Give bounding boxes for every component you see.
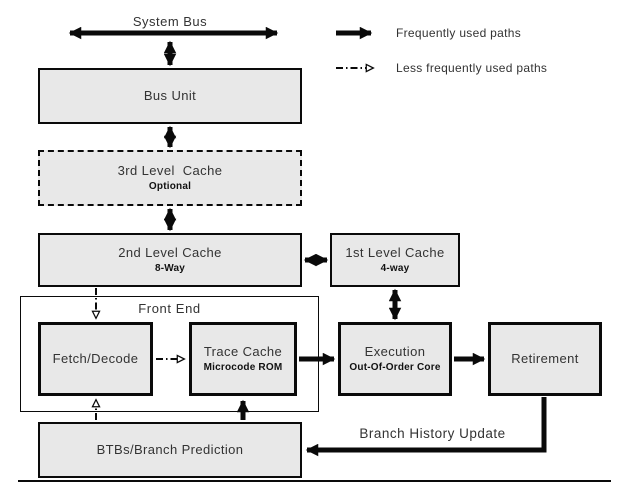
node-fetch-decode: Fetch/Decode xyxy=(38,322,153,396)
edge-retirement-btbs-feedback xyxy=(305,397,547,457)
fetch-decode-title: Fetch/Decode xyxy=(52,350,139,366)
node-btbs-branch-prediction: BTBs/Branch Prediction xyxy=(38,422,302,478)
l1-cache-title: 1st Level Cache xyxy=(345,245,445,261)
retirement-title: Retirement xyxy=(511,350,579,366)
bus-unit-title: Bus Unit xyxy=(143,87,197,103)
system-bus-label: System Bus xyxy=(132,14,208,29)
legend-item-frequent: Frequently used paths xyxy=(333,22,547,44)
l3-cache-title: 3rd Level Cache xyxy=(117,163,223,179)
l2-cache-subtitle: 8-Way xyxy=(154,262,186,274)
branch-history-update-label: Branch History Update xyxy=(359,426,506,441)
node-bus-unit: Bus Unit xyxy=(38,68,302,124)
dash-dot-arrow-icon xyxy=(336,63,375,73)
solid-arrow-icon xyxy=(336,26,373,40)
l2-cache-title: 2nd Level Cache xyxy=(118,245,222,261)
legend-label-less-frequent: Less frequently used paths xyxy=(396,61,548,75)
legend-label-frequent: Frequently used paths xyxy=(396,26,522,40)
trace-cache-subtitle: Microcode ROM xyxy=(203,361,283,373)
execution-title: Execution xyxy=(364,344,426,360)
node-1st-level-cache: 1st Level Cache 4-way xyxy=(330,233,460,287)
legend-item-less-frequent: Less frequently used paths xyxy=(333,57,547,79)
node-2nd-level-cache: 2nd Level Cache 8-Way xyxy=(38,233,302,287)
execution-subtitle: Out-Of-Order Core xyxy=(349,361,441,373)
l3-cache-subtitle: Optional xyxy=(148,180,192,192)
trace-cache-title: Trace Cache xyxy=(203,344,283,360)
front-end-label: Front End xyxy=(138,301,201,316)
l1-cache-subtitle: 4-way xyxy=(380,262,410,274)
node-trace-cache: Trace Cache Microcode ROM xyxy=(189,322,297,396)
node-execution: Execution Out-Of-Order Core xyxy=(338,322,452,396)
node-retirement: Retirement xyxy=(488,322,602,396)
legend: Frequently used paths Less frequently us… xyxy=(333,22,547,92)
node-3rd-level-cache: 3rd Level Cache Optional xyxy=(38,150,302,206)
btbs-title: BTBs/Branch Prediction xyxy=(96,441,244,457)
